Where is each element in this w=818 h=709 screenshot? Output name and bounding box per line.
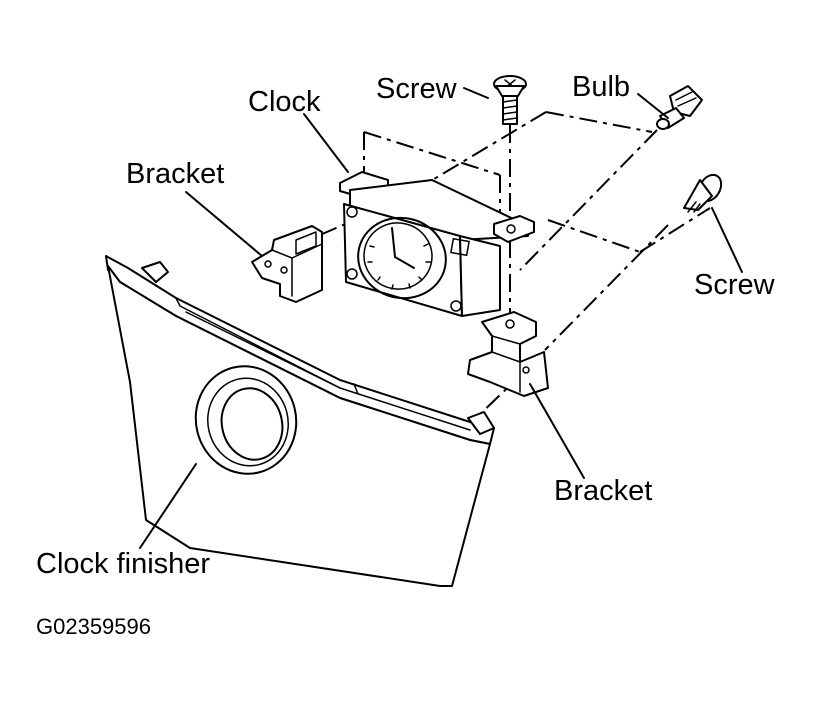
label-screw-right: Screw	[694, 269, 776, 301]
clock-unit	[339, 171, 535, 317]
bulb-part	[656, 85, 703, 130]
label-screw-top: Screw	[376, 73, 458, 105]
left-bracket	[251, 225, 323, 303]
figure-code: G02359596	[36, 614, 151, 639]
leader-lines	[139, 87, 743, 549]
right-screw-part	[683, 173, 723, 213]
clock-finisher-part	[105, 255, 495, 587]
label-bracket-right: Bracket	[554, 475, 652, 507]
guide-lines	[319, 111, 711, 513]
label-bracket-left: Bracket	[126, 158, 224, 190]
label-bulb: Bulb	[572, 71, 630, 103]
right-bracket	[467, 311, 549, 397]
top-screw-part	[493, 75, 527, 125]
label-clock: Clock	[248, 86, 321, 118]
label-clock-finisher: Clock finisher	[36, 548, 210, 580]
